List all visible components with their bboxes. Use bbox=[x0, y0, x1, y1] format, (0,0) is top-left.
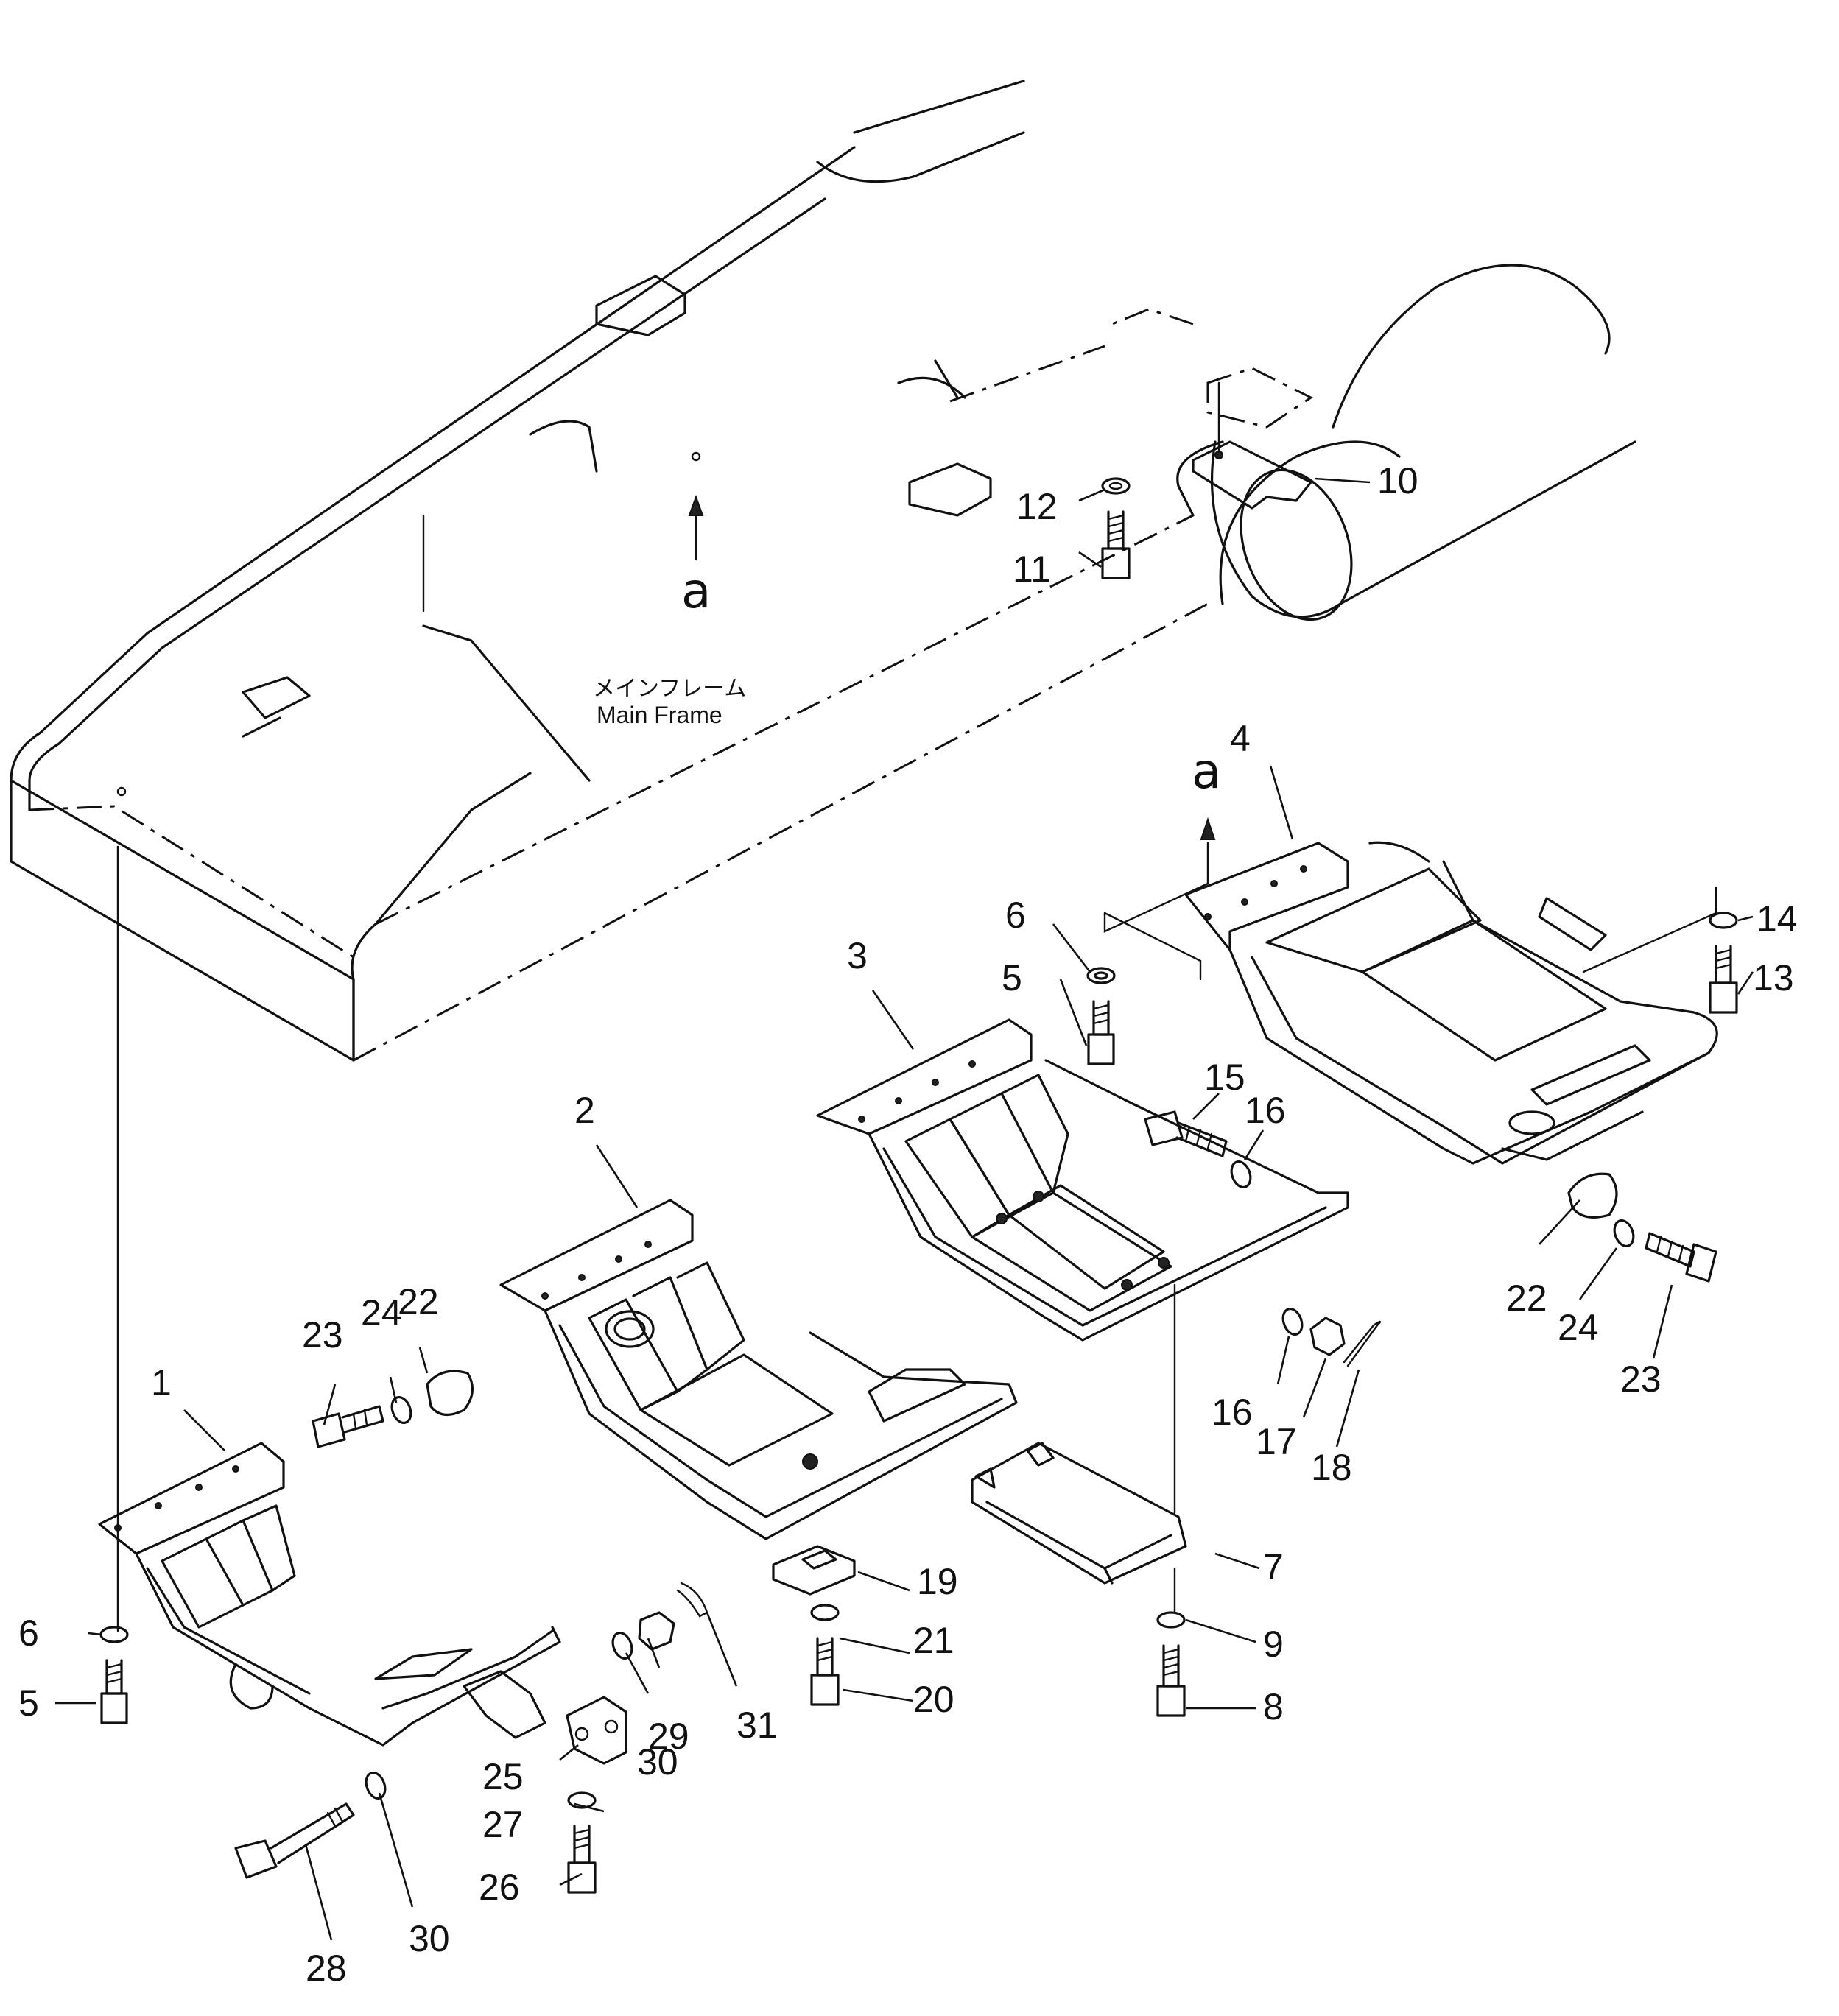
callout-6-left: 6 bbox=[18, 1613, 39, 1654]
callout-4: 4 bbox=[1230, 718, 1251, 759]
box-part-7 bbox=[971, 1442, 1187, 1585]
callout-numbers: 1 2 3 4 5 5 6 6 7 8 9 10 11 12 13 14 15 … bbox=[18, 460, 1798, 1989]
callout-10: 10 bbox=[1377, 460, 1418, 501]
callout-23-right: 23 bbox=[1620, 1358, 1662, 1400]
callout-21: 21 bbox=[913, 1620, 954, 1661]
callout-29: 29 bbox=[648, 1716, 689, 1757]
callout-18: 18 bbox=[1311, 1447, 1352, 1488]
callout-8: 8 bbox=[1263, 1686, 1284, 1727]
callout-16-lower: 16 bbox=[1212, 1392, 1253, 1433]
plate-19 bbox=[772, 1545, 856, 1596]
frame-label: メインフレーム Main Frame bbox=[593, 676, 746, 728]
frame-label-en: Main Frame bbox=[597, 702, 722, 728]
callout-28: 28 bbox=[306, 1948, 347, 1989]
cover-part-4 bbox=[1103, 817, 1718, 1165]
callout-26: 26 bbox=[479, 1867, 520, 1908]
callout-17: 17 bbox=[1256, 1421, 1297, 1462]
callout-2: 2 bbox=[574, 1090, 595, 1131]
bolt-11 bbox=[1101, 477, 1131, 579]
cap-22-right bbox=[1567, 1172, 1618, 1219]
callout-20: 20 bbox=[913, 1679, 954, 1720]
cover-part-2 bbox=[499, 1199, 1018, 1540]
cover-part-3 bbox=[816, 1018, 1349, 1342]
callout-22-left: 22 bbox=[398, 1281, 439, 1322]
callout-5-right: 5 bbox=[1002, 957, 1022, 998]
callout-14: 14 bbox=[1757, 898, 1798, 940]
callout-7: 7 bbox=[1263, 1546, 1284, 1587]
callout-11: 11 bbox=[1013, 549, 1051, 590]
callout-6-right: 6 bbox=[1005, 895, 1026, 936]
callout-1: 1 bbox=[151, 1362, 172, 1403]
callout-12: 12 bbox=[1016, 486, 1058, 527]
bracket-25 bbox=[566, 1696, 627, 1765]
fasteners bbox=[99, 912, 1738, 1894]
main-frame bbox=[10, 80, 1636, 1062]
alignment-lines bbox=[116, 845, 1176, 1632]
plate-10 bbox=[1192, 381, 1312, 510]
view-marker-part-4: a bbox=[1192, 743, 1221, 800]
callout-31: 31 bbox=[736, 1705, 778, 1746]
view-marker-frame: a bbox=[681, 563, 711, 619]
callout-19: 19 bbox=[917, 1561, 958, 1602]
callout-23-left: 23 bbox=[302, 1314, 343, 1356]
leader-lines bbox=[55, 477, 1754, 1941]
callout-16-upper: 16 bbox=[1245, 1090, 1286, 1131]
callout-30-upper: 30 bbox=[637, 1741, 678, 1783]
callout-13: 13 bbox=[1753, 957, 1794, 998]
frame-label-jp: メインフレーム bbox=[593, 676, 746, 702]
cover-part-1 bbox=[98, 1442, 561, 1747]
callout-15: 15 bbox=[1204, 1057, 1245, 1098]
callout-24-left: 24 bbox=[361, 1292, 402, 1333]
callout-24-right: 24 bbox=[1558, 1307, 1599, 1348]
callout-25: 25 bbox=[482, 1756, 524, 1797]
callout-22-right: 22 bbox=[1506, 1277, 1547, 1319]
callout-3: 3 bbox=[847, 935, 868, 976]
callout-5-left: 5 bbox=[18, 1682, 39, 1724]
callout-9: 9 bbox=[1263, 1624, 1284, 1665]
callout-27: 27 bbox=[482, 1804, 524, 1845]
cap-22-left bbox=[426, 1370, 474, 1416]
callout-30-lower: 30 bbox=[409, 1918, 450, 1959]
